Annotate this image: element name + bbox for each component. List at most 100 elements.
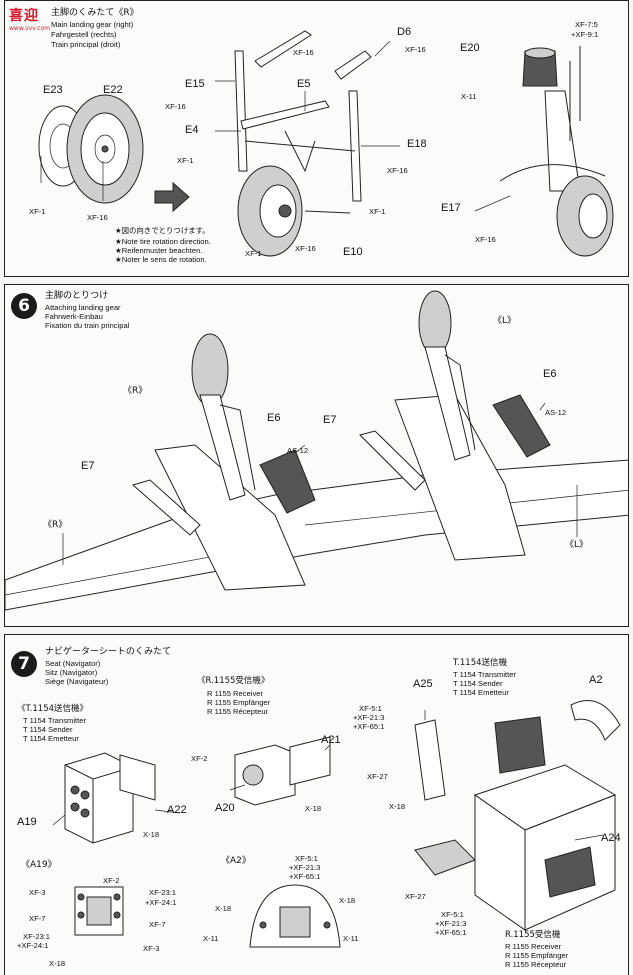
step5-drawing — [38, 30, 614, 257]
label-xf1-a: XF-1 — [29, 207, 46, 216]
step5-title-fr: Train principal (droit) — [51, 40, 121, 49]
label-e7-r: E7 — [81, 460, 95, 472]
label-d6: D6 — [397, 26, 412, 38]
label-xf231-a: XF-23:1 — [149, 888, 177, 897]
watermark-logo: 喜迎 www.vvv.com — [9, 5, 50, 32]
label-e18: E18 — [407, 138, 427, 150]
r1155-mid-de: R 1155 Empfänger — [207, 698, 271, 707]
label-xf16-d: XF-16 — [405, 45, 426, 54]
t1154-right-fr: T 1154 Emetteur — [453, 688, 509, 697]
label-xf27-a: XF-27 — [367, 772, 388, 781]
panel-a22 — [119, 754, 156, 801]
door-e6-l — [492, 394, 551, 458]
label-xf231-b: XF-23:1 — [23, 932, 51, 941]
label-xf16-a: XF-16 — [87, 213, 108, 222]
step5-title-jp: 主脚のくみたて《R》 — [51, 8, 139, 18]
step5-title-de: Fahrgestell (rechts) — [51, 30, 117, 39]
label-xf241-a: +XF-24:1 — [145, 898, 177, 907]
step6-title-en: Attaching landing gear — [45, 303, 121, 312]
r1155-bottom-en: R 1155 Receiver — [505, 942, 561, 951]
label-e17: E17 — [441, 202, 461, 214]
seat-back-a25 — [414, 719, 446, 801]
wing-surface — [5, 459, 628, 611]
label-l-top: 《L》 — [493, 316, 517, 326]
label-a25: A25 — [413, 678, 433, 690]
panel-a2 — [570, 700, 621, 741]
label-xf51-b: XF-5:1 — [441, 910, 464, 919]
gear-wheel-l — [418, 290, 452, 356]
label-a19: A19 — [17, 816, 37, 828]
label-xf16-c: XF-16 — [293, 48, 314, 57]
label-e4: E4 — [185, 124, 199, 136]
label-e6-r: E6 — [267, 412, 281, 424]
transmitter-box — [64, 752, 134, 844]
step5-title-en: Main landing gear (right) — [51, 20, 134, 29]
step6-number-badge: 6 — [11, 293, 37, 319]
step6-title-fr: Fixation du train principal — [45, 321, 130, 330]
label-xf16-f: XF-16 — [295, 244, 316, 253]
label-xf213-a: +XF-21:3 — [353, 713, 385, 722]
t1154-right-box — [494, 716, 546, 774]
step7-title-de: Sitz (Navigator) — [45, 668, 98, 677]
t1154-right-en: T 1154 Transmitter — [453, 670, 517, 679]
label-xf241-b: +XF-24:1 — [17, 941, 49, 950]
label-a19-sub: 《A19》 — [21, 860, 57, 870]
strut-e15 — [234, 50, 248, 172]
label-xf651-b: +XF-65:1 — [435, 928, 467, 937]
step6-title-de: Fahrwerk-Einbau — [45, 312, 103, 321]
label-as12-r: AS-12 — [287, 446, 309, 455]
note-fr: ★Noter le sens de rotation. — [115, 255, 207, 264]
label-a21: A21 — [321, 734, 341, 746]
label-a22: A22 — [167, 804, 187, 816]
label-l-side: 《L》 — [565, 540, 589, 550]
label-e10: E10 — [343, 246, 363, 258]
label-a2-sub: 《A2》 — [221, 856, 251, 866]
strut-e18 — [348, 90, 362, 202]
rotation-arrow-icon — [154, 181, 190, 213]
note-en: ★Note tire rotation direction. — [115, 237, 211, 246]
step5-panel: 喜迎 www.vvv.com 主脚のくみたて《R》 Main landing g… — [4, 0, 629, 277]
door-e7-l — [359, 430, 426, 491]
label-e20: E20 — [460, 42, 480, 54]
label-xf16-g: XF-16 — [475, 235, 496, 244]
step6-panel: 6 主脚のとりつけ Attaching landing gear Fahrwer… — [4, 284, 629, 627]
step7-title-fr: Siège (Navigateur) — [45, 677, 109, 686]
receiver-box — [234, 744, 296, 806]
note-de: ★Reifenmuster beachten. — [115, 246, 203, 255]
label-x11-a: X-11 — [203, 934, 219, 943]
r1155-bottom-jp: R.1155受信機 — [505, 930, 561, 940]
nacelle-right — [154, 444, 306, 591]
label-a20: A20 — [215, 802, 235, 814]
label-xf7-a: XF-7 — [29, 914, 46, 923]
note-jp: ★図の向きでとりつけます。 — [115, 226, 210, 235]
door-e7-r — [131, 479, 201, 536]
label-xf3-b: XF-3 — [143, 944, 160, 953]
label-xf1-b: XF-1 — [177, 156, 194, 165]
panel-a21 — [289, 736, 331, 786]
label-xf2-b: XF-2 — [103, 876, 120, 885]
label-xf27-b: XF-27 — [405, 892, 426, 901]
label-xf651-c: +XF-65:1 — [289, 872, 321, 881]
label-x18-d: X-18 — [49, 959, 66, 968]
label-xf75: XF-7:5 — [575, 20, 598, 29]
label-xf51-a: XF-5:1 — [359, 704, 382, 713]
label-xf213-b: +XF-21:3 — [435, 919, 467, 928]
label-xf213-c: +XF-21:3 — [289, 863, 321, 872]
label-xf91: +XF-9:1 — [571, 30, 599, 39]
step7-title-en: Seat (Navigator) — [45, 659, 101, 668]
r1155-bottom-box — [544, 846, 596, 898]
label-a2: A2 — [589, 674, 603, 686]
label-a24: A24 — [601, 832, 621, 844]
step6-title-jp: 主脚のとりつけ — [45, 291, 109, 301]
label-x18-b: X-18 — [305, 804, 322, 813]
t1154-left-de: T 1154 Sender — [23, 725, 73, 734]
step7-drawing — [52, 700, 621, 948]
label-x18-c: X-18 — [389, 802, 406, 811]
r1155-bottom-de: R 1155 Empfänger — [505, 951, 569, 960]
label-x11-b: X-11 — [343, 934, 359, 943]
label-e23: E23 — [43, 84, 63, 96]
label-e22: E22 — [103, 84, 123, 96]
seat-cushion — [414, 839, 476, 876]
watermark-main: 喜迎 — [9, 8, 39, 24]
t1154-left-fr: T 1154 Emetteur — [23, 734, 79, 743]
